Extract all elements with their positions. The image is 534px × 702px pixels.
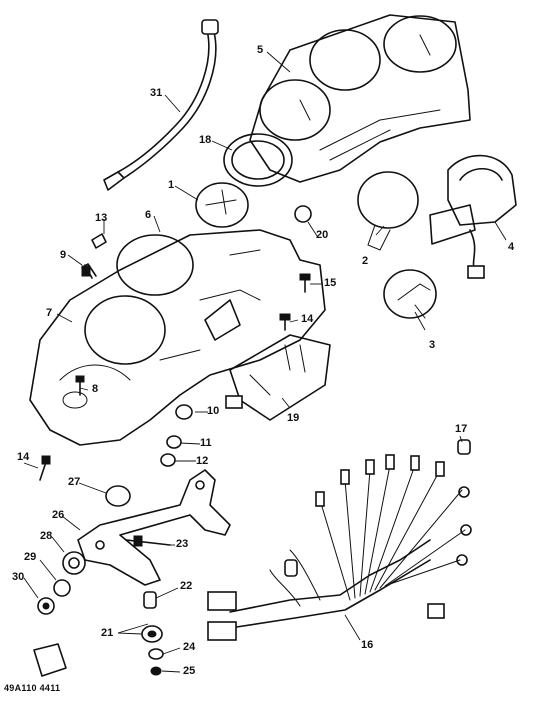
callout-10: 10 <box>207 405 220 417</box>
callout-14-lower: 14 <box>17 451 30 463</box>
callout-26: 26 <box>52 509 65 521</box>
callout-31: 31 <box>150 87 163 99</box>
washer-nut-set <box>37 551 86 615</box>
drawing-code: 49A110 4411 <box>4 683 61 693</box>
callout-3: 3 <box>429 339 436 351</box>
indicator-housing-part <box>429 154 517 279</box>
callout-21: 21 <box>101 627 114 639</box>
callout-18: 18 <box>199 134 212 146</box>
callout-29: 29 <box>24 551 37 563</box>
callout-23: 23 <box>176 538 189 550</box>
callout-14-upper: 14 <box>301 313 314 325</box>
lower-housing-part <box>29 229 326 446</box>
cable-part <box>103 19 219 191</box>
meter-part <box>195 182 249 228</box>
callout-8: 8 <box>92 383 99 395</box>
callout-15: 15 <box>324 277 337 289</box>
callout-2: 2 <box>362 255 369 267</box>
callout-1: 1 <box>168 179 175 191</box>
callout-27: 27 <box>68 476 81 488</box>
callout-16: 16 <box>361 639 374 651</box>
callout-12: 12 <box>196 455 209 467</box>
wiring-harness-part <box>207 439 472 641</box>
leader-lines <box>23 51 507 673</box>
callout-30: 30 <box>12 571 25 583</box>
callout-22: 22 <box>180 580 193 592</box>
callout-9: 9 <box>60 249 67 261</box>
callout-13: 13 <box>95 212 108 224</box>
callout-4: 4 <box>508 241 515 253</box>
bracket-part <box>77 469 231 586</box>
light-housing-part <box>225 334 331 421</box>
screws-and-washers <box>39 233 311 481</box>
callout-7: 7 <box>46 307 53 319</box>
callout-17: 17 <box>455 423 468 435</box>
callout-20: 20 <box>316 229 329 241</box>
callout-6: 6 <box>145 209 152 221</box>
gauge-2-part <box>357 171 419 251</box>
upper-cover-part <box>249 14 471 183</box>
gauge-3-part <box>383 269 437 319</box>
callout-25: 25 <box>183 665 196 677</box>
callout-11: 11 <box>200 437 212 449</box>
label-tag-part <box>33 643 67 677</box>
rubber-mount-part <box>105 485 131 507</box>
callout-24: 24 <box>183 641 196 653</box>
callout-5: 5 <box>257 44 264 56</box>
grommet-part <box>294 205 312 223</box>
bolt-part <box>125 535 171 547</box>
spacer-set <box>141 591 164 676</box>
ring-part <box>223 133 293 187</box>
callout-28: 28 <box>40 530 53 542</box>
callout-19: 19 <box>287 412 300 424</box>
